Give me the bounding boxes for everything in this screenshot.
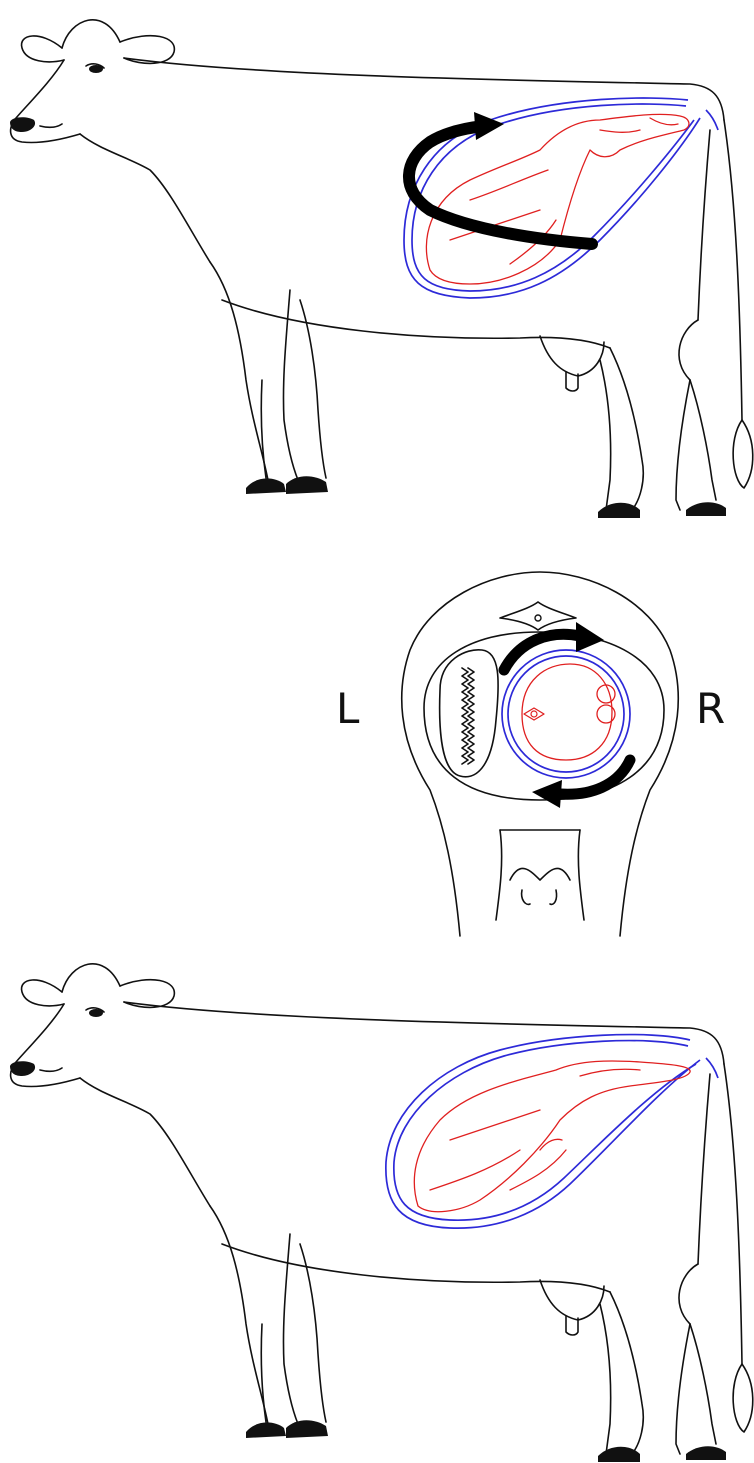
cow-lateral-torsion — [10, 20, 753, 518]
left-side-label: L — [336, 688, 359, 730]
fetus-cross-section — [522, 664, 615, 760]
cross-section-view — [402, 572, 679, 936]
uterus-wall-cross-section — [502, 650, 630, 778]
cow-lateral-normal — [10, 964, 753, 1462]
rumen — [440, 650, 499, 777]
right-side-label: R — [696, 688, 725, 730]
